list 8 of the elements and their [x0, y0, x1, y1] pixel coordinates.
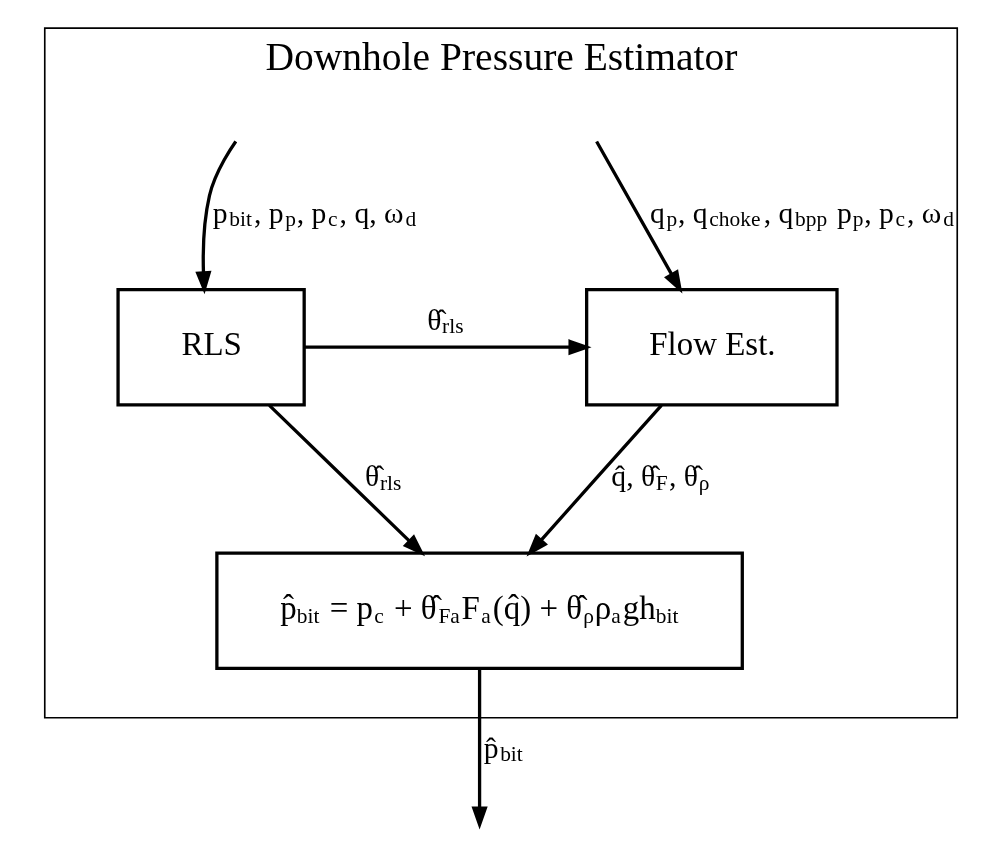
arrow: [471, 668, 488, 830]
arrow: [194, 140, 237, 295]
arrow: [594, 140, 682, 294]
arrow: [267, 404, 425, 557]
node-box: RLS: [115, 287, 306, 407]
arrow: [304, 339, 592, 356]
arrow: [526, 404, 663, 557]
node-box: Flow Est.: [584, 287, 839, 407]
